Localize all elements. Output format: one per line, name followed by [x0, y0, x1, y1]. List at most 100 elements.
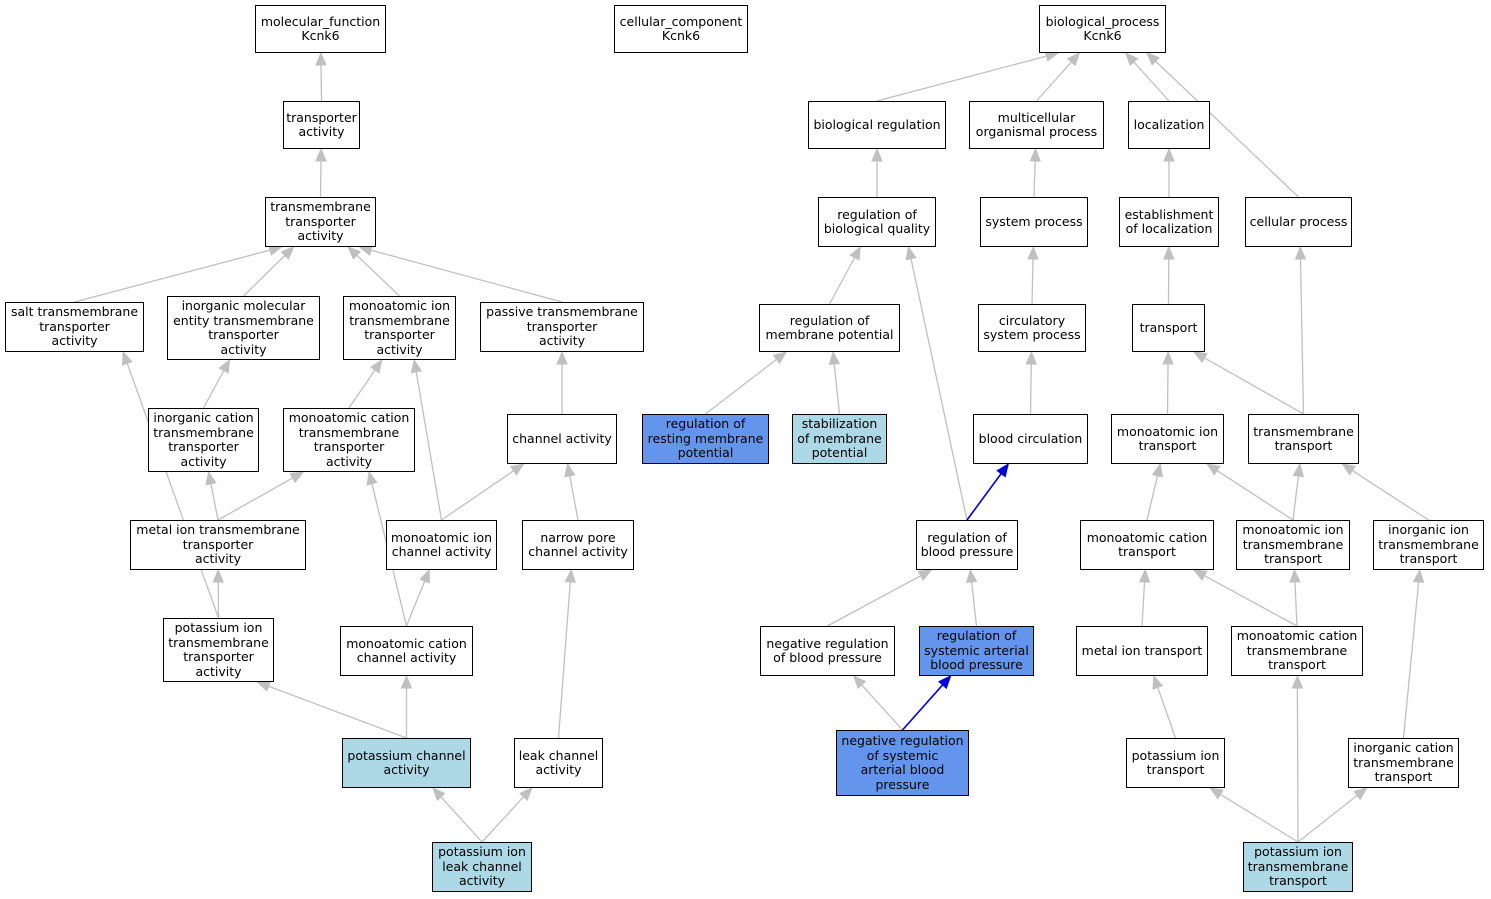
- edge-arrowhead-chan-to-passive: [556, 350, 568, 365]
- node-regulation-of-resting-membrane-potential[interactable]: regulation of resting membrane potential: [642, 414, 769, 464]
- node-transporter-activity[interactable]: transporter activity: [283, 101, 360, 149]
- node-blood-circulation[interactable]: blood circulation: [973, 414, 1088, 464]
- edge-cellproc-to-bp: [1155, 60, 1299, 198]
- edge-salt-to-ttra: [74, 249, 271, 303]
- edge-arrowhead-inorgiontm-to-tmtr: [1341, 463, 1356, 476]
- node-regulation-of-systemic-arterial-blood-pressure[interactable]: regulation of systemic arterial blood pr…: [919, 626, 1034, 676]
- node-potassium-ion-leak-channel-activity[interactable]: potassium ion leak channel activity: [432, 842, 532, 892]
- edge-tmtr-to-transport: [1204, 357, 1304, 415]
- node-inorganic-molecular-entity-transmembrane-transporter-activity[interactable]: inorganic molecular entity transmembrane…: [167, 296, 320, 360]
- node-inorganic-cation-transmembrane-transporter-activity[interactable]: inorganic cation transmembrane transport…: [148, 408, 259, 472]
- edge-arrowhead-regsys-to-regbp: [965, 568, 978, 584]
- edge-monoion-to-ttra: [356, 254, 400, 297]
- edge-arrowhead-ktmtr-to-monocattmtr: [1291, 674, 1304, 689]
- edge-metal-to-monocat: [217, 477, 294, 521]
- edge-arrowhead-regqual-to-bioreg: [871, 147, 883, 162]
- node-regulation-of-membrane-potential[interactable]: regulation of membrane potential: [759, 304, 900, 352]
- node-monoatomic-ion-channel-activity[interactable]: monoatomic ion channel activity: [386, 520, 497, 570]
- edge-regmem-to-regqual: [828, 257, 856, 305]
- node-potassium-ion-transmembrane-transporter-activity[interactable]: potassium ion transmembrane transporter …: [163, 618, 274, 682]
- node-establishment-of-localization[interactable]: establishment of localization: [1119, 197, 1219, 247]
- node-stabilization-of-membrane-potential[interactable]: stabilization of membrane potential: [792, 414, 887, 464]
- edge-arrowhead-tmtr-to-cellproc: [1294, 245, 1307, 260]
- node-monoatomic-cation-transmembrane-transport[interactable]: monoatomic cation transmembrane transpor…: [1231, 626, 1363, 676]
- edge-arrowhead-monoiontmtr-to-monoiontr: [1205, 463, 1221, 476]
- node-monoatomic-cation-transmembrane-transporter-activity[interactable]: monoatomic cation transmembrane transpor…: [283, 408, 415, 472]
- edge-arrowhead-monocat-to-monoion: [370, 358, 383, 374]
- node-localization[interactable]: localization: [1128, 101, 1210, 149]
- edge-arrowhead-metal-to-monocat: [289, 471, 305, 484]
- edge-arrowhead-monocattmtr-to-monocattr: [1192, 569, 1208, 582]
- node-regulation-of-blood-pressure[interactable]: regulation of blood pressure: [916, 520, 1018, 570]
- node-channel-activity[interactable]: channel activity: [507, 414, 617, 464]
- node-transmembrane-transport[interactable]: transmembrane transport: [1248, 414, 1359, 464]
- edge-monoiontmtr-to-monoiontr: [1216, 470, 1294, 521]
- edge-arrowhead-monoiontmtr-to-tmtr: [1292, 462, 1305, 478]
- edge-ktmtr-to-ktr: [1220, 793, 1299, 843]
- node-potassium-channel-activity[interactable]: potassium channel activity: [342, 738, 471, 788]
- edge-arrowhead-loc-to-bp: [1124, 52, 1139, 67]
- node-molecular-function[interactable]: molecular_function Kcnk6: [255, 5, 386, 53]
- node-potassium-ion-transmembrane-transport[interactable]: potassium ion transmembrane transport: [1243, 842, 1353, 892]
- node-monoatomic-ion-transmembrane-transport[interactable]: monoatomic ion transmembrane transport: [1236, 520, 1350, 570]
- node-transmembrane-transporter-activity[interactable]: transmembrane transporter activity: [265, 197, 376, 247]
- node-biological-regulation[interactable]: biological regulation: [808, 101, 946, 149]
- node-narrow-pore-channel-activity[interactable]: narrow pore channel activity: [522, 520, 634, 570]
- node-monoatomic-cation-channel-activity[interactable]: monoatomic cation channel activity: [340, 626, 473, 676]
- edge-arrowhead-monocatchan-to-monocat: [366, 470, 378, 486]
- node-circulatory-system-process[interactable]: circulatory system process: [978, 304, 1086, 352]
- node-potassium-ion-transport[interactable]: potassium ion transport: [1126, 738, 1225, 788]
- edge-monocattmtr-to-monocattr: [1204, 575, 1298, 627]
- edge-passive-to-ttra: [370, 249, 563, 303]
- node-system-process[interactable]: system process: [980, 197, 1088, 247]
- edge-monocattmtr-to-monoiontmtr: [1294, 581, 1298, 627]
- node-inorganic-ion-transmembrane-transport[interactable]: inorganic ion transmembrane transport: [1373, 520, 1484, 570]
- node-inorganic-cation-transmembrane-transport[interactable]: inorganic cation transmembrane transport: [1348, 738, 1459, 788]
- edge-metal-to-inorgcat: [210, 483, 219, 521]
- node-cellular-component[interactable]: cellular_component Kcnk6: [614, 5, 748, 53]
- edge-negregbp-to-regbp: [827, 575, 922, 627]
- edge-monocatchan-to-monochan: [405, 580, 426, 627]
- edge-arrowhead-monochan-to-monoion: [410, 358, 422, 374]
- node-passive-transmembrane-transporter-activity[interactable]: passive transmembrane transporter activi…: [480, 302, 644, 352]
- edge-arrowhead-ktmtr-to-inorgcattm: [1353, 787, 1368, 801]
- node-cellular-process[interactable]: cellular process: [1245, 197, 1352, 247]
- edge-regrest-to-regmem: [705, 358, 777, 415]
- edge-negregsys-to-negregbp: [861, 684, 903, 731]
- node-multicellular-organismal-process[interactable]: multicellular organismal process: [969, 101, 1104, 149]
- edge-arrowhead-estloc-to-loc: [1163, 147, 1175, 162]
- edge-arrowhead-negregbp-to-regbp: [917, 569, 933, 581]
- node-negative-regulation-of-systemic-arterial-blood-pressure[interactable]: negative regulation of systemic arterial…: [836, 730, 969, 796]
- edge-arrowhead-negregsys-to-regsys: [937, 675, 952, 690]
- node-negative-regulation-of-blood-pressure[interactable]: negative regulation of blood pressure: [760, 626, 895, 676]
- edge-monocat-to-monoion: [348, 369, 376, 409]
- node-regulation-of-biological-quality[interactable]: regulation of biological quality: [818, 197, 936, 247]
- edge-ktr-to-metaltr: [1157, 687, 1177, 739]
- node-transport[interactable]: transport: [1132, 304, 1205, 352]
- edge-arrowhead-multi-to-bp: [1066, 52, 1081, 67]
- edge-stab-to-regmem: [833, 363, 841, 415]
- node-monoatomic-cation-transport[interactable]: monoatomic cation transport: [1080, 520, 1214, 570]
- edge-arrowhead-sysproc-to-multi: [1029, 147, 1041, 162]
- edge-kchan-to-ktra: [268, 685, 407, 739]
- node-monoatomic-ion-transmembrane-transporter-activity[interactable]: monoatomic ion transmembrane transporter…: [343, 296, 456, 360]
- edge-ktra-to-salt: [126, 363, 220, 619]
- node-salt-transmembrane-transporter-activity[interactable]: salt transmembrane transporter activity: [5, 302, 144, 352]
- node-biological-process[interactable]: biological_process Kcnk6: [1039, 5, 1166, 53]
- edge-arrowhead-kleak-to-leak: [519, 787, 533, 802]
- edge-leak-to-narrow: [557, 581, 571, 739]
- edge-arrowhead-monocattr-to-monoiontr: [1151, 462, 1164, 478]
- edge-arrowhead-transport-to-estloc: [1163, 245, 1175, 260]
- node-metal-ion-transmembrane-transporter-activity[interactable]: metal ion transmembrane transporter acti…: [130, 520, 306, 570]
- node-metal-ion-transport[interactable]: metal ion transport: [1076, 626, 1208, 676]
- node-leak-channel-activity[interactable]: leak channel activity: [514, 738, 603, 788]
- edge-arrowhead-bloodcirc-to-circ: [1025, 350, 1038, 365]
- node-monoatomic-ion-transport[interactable]: monoatomic ion transport: [1111, 414, 1224, 464]
- edge-inorgiontm-to-tmtr: [1352, 469, 1429, 521]
- edge-regsys-to-regbp: [970, 581, 978, 627]
- edge-arrowhead-regmem-to-regqual: [849, 245, 861, 261]
- edge-arrowhead-ttra-to-tra: [315, 147, 327, 162]
- edge-arrowhead-monoiontr-to-transport: [1162, 350, 1174, 365]
